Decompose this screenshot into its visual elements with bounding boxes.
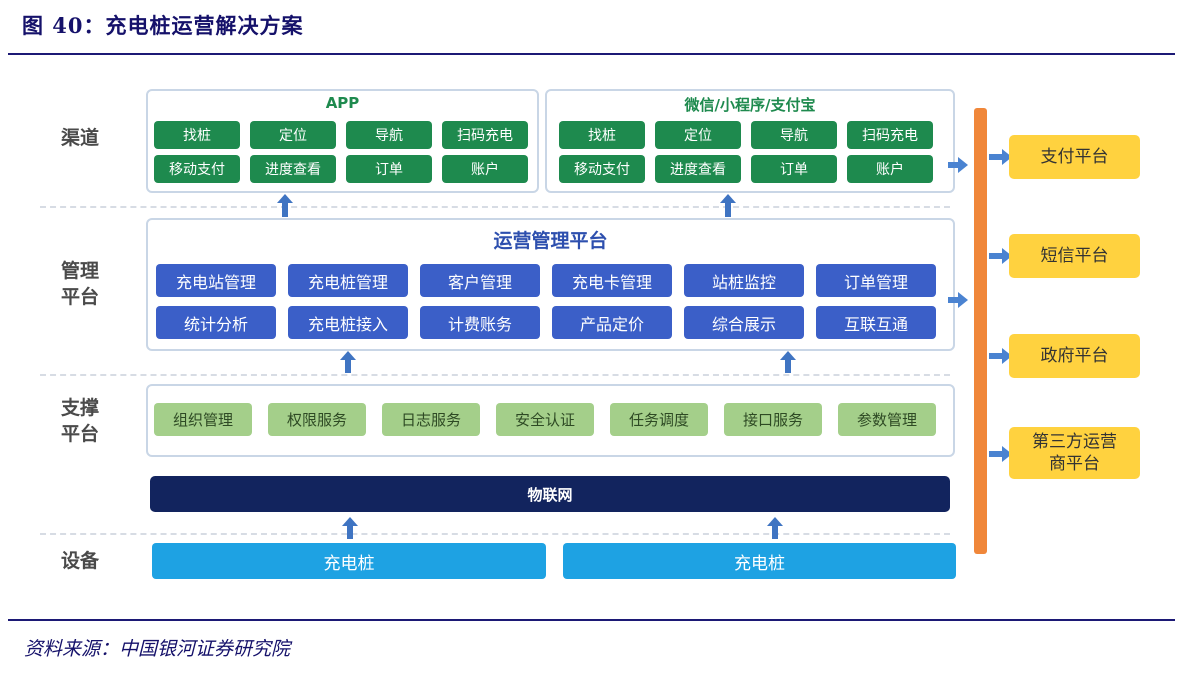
external-government-platform: 政府平台 <box>1009 334 1140 378</box>
arrow-up-icon <box>772 525 778 539</box>
separator <box>40 374 950 376</box>
management-item: 站桩监控 <box>684 264 804 297</box>
arrow-up-icon <box>725 203 731 217</box>
source-note: 资料来源：中国银河证券研究院 <box>24 638 291 660</box>
app-item: 订单 <box>346 155 432 183</box>
arrow-up-icon <box>282 203 288 217</box>
support-item: 接口服务 <box>724 403 822 436</box>
external-third-party-platform: 第三方运营 商平台 <box>1009 427 1140 479</box>
external-payment-platform: 支付平台 <box>1009 135 1140 179</box>
management-item: 统计分析 <box>156 306 276 339</box>
app-item: 扫码充电 <box>442 121 528 149</box>
wechat-item: 移动支付 <box>559 155 645 183</box>
management-item: 客户管理 <box>420 264 540 297</box>
arrow-right-icon <box>989 451 1003 457</box>
separator <box>40 533 950 535</box>
iot-bar: 物联网 <box>150 476 950 512</box>
management-item: 充电桩接入 <box>288 306 408 339</box>
wechat-item: 进度查看 <box>655 155 741 183</box>
separator <box>40 206 950 208</box>
arrow-right-icon <box>989 154 1003 160</box>
arrow-up-icon <box>347 525 353 539</box>
management-item: 充电卡管理 <box>552 264 672 297</box>
app-item: 移动支付 <box>154 155 240 183</box>
management-item: 互联互通 <box>816 306 936 339</box>
arrow-right-icon <box>989 253 1003 259</box>
management-item: 综合展示 <box>684 306 804 339</box>
external-sms-platform: 短信平台 <box>1009 234 1140 278</box>
app-item: 导航 <box>346 121 432 149</box>
management-item: 订单管理 <box>816 264 936 297</box>
top-rule <box>8 53 1175 55</box>
arrow-right-icon <box>948 162 960 168</box>
arrow-up-icon <box>340 351 356 360</box>
support-item: 安全认证 <box>496 403 594 436</box>
arrow-right-icon <box>948 297 960 303</box>
arrow-right-icon <box>1002 348 1012 364</box>
architecture-diagram: 渠道 管理 平台 支撑 平台 设备 APP 找桩 定位 导航 扫码充电 移动支付… <box>40 75 1150 600</box>
arrow-right-icon <box>1002 248 1012 264</box>
layer-label-device: 设备 <box>60 550 99 572</box>
integration-bus <box>974 108 987 554</box>
arrow-up-icon <box>342 517 358 526</box>
wechat-item: 导航 <box>751 121 837 149</box>
app-panel-title: APP <box>325 94 360 112</box>
support-item: 任务调度 <box>610 403 708 436</box>
support-panel: 组织管理 权限服务 日志服务 安全认证 任务调度 接口服务 参数管理 <box>146 384 955 457</box>
wechat-panel: 微信/小程序/支付宝 找桩 定位 导航 扫码充电 移动支付 进度查看 订单 账户 <box>545 89 955 193</box>
wechat-item: 账户 <box>847 155 933 183</box>
app-item: 账户 <box>442 155 528 183</box>
layer-label-channel: 渠道 <box>60 127 99 149</box>
support-item: 权限服务 <box>268 403 366 436</box>
arrow-right-icon <box>958 292 968 308</box>
arrow-right-icon <box>1002 446 1012 462</box>
arrow-right-icon <box>958 157 968 173</box>
arrow-up-icon <box>785 359 791 373</box>
wechat-item: 定位 <box>655 121 741 149</box>
support-item: 组织管理 <box>154 403 252 436</box>
arrow-up-icon <box>780 351 796 360</box>
layer-label-support: 支撑 平台 <box>60 397 99 445</box>
arrow-up-icon <box>345 359 351 373</box>
device-bar: 充电桩 <box>152 543 546 579</box>
layer-label-management: 管理 平台 <box>60 260 99 308</box>
management-item: 产品定价 <box>552 306 672 339</box>
wechat-panel-title: 微信/小程序/支付宝 <box>684 96 816 114</box>
management-panel-title: 运营管理平台 <box>493 230 608 252</box>
device-bar: 充电桩 <box>563 543 956 579</box>
app-item: 定位 <box>250 121 336 149</box>
app-item: 进度查看 <box>250 155 336 183</box>
management-panel: 运营管理平台 充电站管理 充电桩管理 客户管理 充电卡管理 站桩监控 订单管理 … <box>146 218 955 351</box>
arrow-up-icon <box>720 194 736 203</box>
arrow-right-icon <box>989 353 1003 359</box>
figure-title: 图 40：充电桩运营解决方案 <box>22 13 304 38</box>
management-item: 充电站管理 <box>156 264 276 297</box>
arrow-up-icon <box>277 194 293 203</box>
wechat-item: 订单 <box>751 155 837 183</box>
bottom-rule <box>8 619 1175 621</box>
arrow-up-icon <box>767 517 783 526</box>
app-item: 找桩 <box>154 121 240 149</box>
management-item: 充电桩管理 <box>288 264 408 297</box>
support-item: 参数管理 <box>838 403 936 436</box>
wechat-item: 找桩 <box>559 121 645 149</box>
wechat-item: 扫码充电 <box>847 121 933 149</box>
management-item: 计费账务 <box>420 306 540 339</box>
support-item: 日志服务 <box>382 403 480 436</box>
app-panel: APP 找桩 定位 导航 扫码充电 移动支付 进度查看 订单 账户 <box>146 89 539 193</box>
arrow-right-icon <box>1002 149 1012 165</box>
